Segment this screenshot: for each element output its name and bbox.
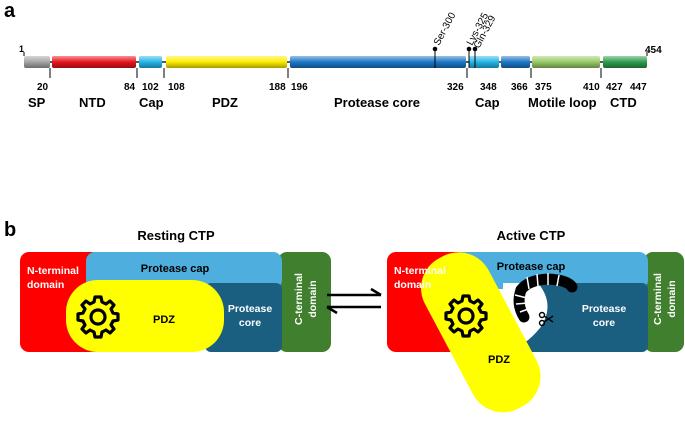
active-ctp-diagram: Active CTP [387,228,684,413]
resting-core-label: Protease [228,303,273,315]
domain-label-cap: Cap [139,95,164,110]
end-position: 454 [645,45,662,56]
active-pdz-label: PDZ [488,354,510,366]
site-dot [432,46,438,52]
domain-label-ctd: CTD [610,95,637,110]
resting-ntd-label: N-terminal [27,265,79,277]
boundary-number: 188 [269,82,286,93]
boundary-number: 108 [168,82,185,93]
domain-bar [24,56,647,68]
domain-label-cap-2: Cap [475,95,500,110]
active-ctd-block [644,252,684,352]
boundary-ticks [49,68,602,78]
active-cap-label: Protease cap [497,261,566,273]
boundary-number: 102 [142,82,159,93]
boundary-number: 84 [124,82,136,93]
resting-ntd-label: domain [27,279,64,291]
boundary-number: 366 [511,82,528,93]
boundary-number: 427 [606,82,623,93]
domain-label-sp: SP [28,95,46,110]
domain-label-motile-loop: Motile loop [528,95,597,110]
boundary-number: 375 [535,82,552,93]
resting-ctd-label: C-terminal [293,273,305,325]
resting-core-label: core [239,317,261,329]
boundary-number: 348 [480,82,497,93]
active-ntd-label: domain [394,279,431,291]
active-core-label: Protease [582,303,627,315]
bar-gloss [139,56,162,68]
active-title: Active CTP [497,228,566,243]
boundary-number: 196 [291,82,308,93]
scissors-icon [538,311,554,327]
resting-pdz-label: PDZ [153,314,175,326]
resting-ctp-diagram: Resting CTP N-terminal domain Protease c… [20,228,331,352]
active-cap-block [452,252,648,289]
active-core-label: core [593,317,615,329]
resting-cap-label: Protease cap [141,263,210,275]
site-dot [472,46,478,52]
bar-gloss [532,56,600,68]
domain-label-pdz: PDZ [212,95,238,110]
active-pdz-block [421,252,541,413]
domain-label-ntd: NTD [79,95,106,110]
boundary-number: 326 [447,82,464,93]
domain-label-protease-core: Protease core [334,95,420,110]
resting-title: Resting CTP [137,228,215,243]
panel-b-label: b [4,219,16,241]
active-ntd-label: N-terminal [394,265,446,277]
bar-gloss [469,56,499,68]
bar-gloss [603,56,647,68]
boundary-number: 447 [630,82,647,93]
active-ctd-label: C-terminal [652,273,664,325]
equilibrium-arrows-icon [326,287,382,315]
site-label-ser300: Ser-300 [432,10,459,47]
resting-core-block [205,283,282,352]
bar-gloss [501,56,530,68]
bar-gloss [52,56,136,68]
site-dot [466,46,472,52]
resting-ctd-label: domain [307,280,319,317]
panel-a-label: a [4,0,16,22]
active-ctd-label: domain [666,280,678,317]
resting-ctd-block [278,252,331,352]
boundary-number: 410 [583,82,600,93]
resting-pdz-block [66,280,224,352]
substrate-chain-icon [513,273,578,323]
boundary-number: 20 [37,82,49,93]
resting-cap-block [86,252,282,289]
bar-gloss [290,56,466,68]
bar-gloss [166,56,287,68]
bar-gloss [24,56,50,68]
start-position: 1 [19,44,24,54]
site-markers [434,50,476,68]
